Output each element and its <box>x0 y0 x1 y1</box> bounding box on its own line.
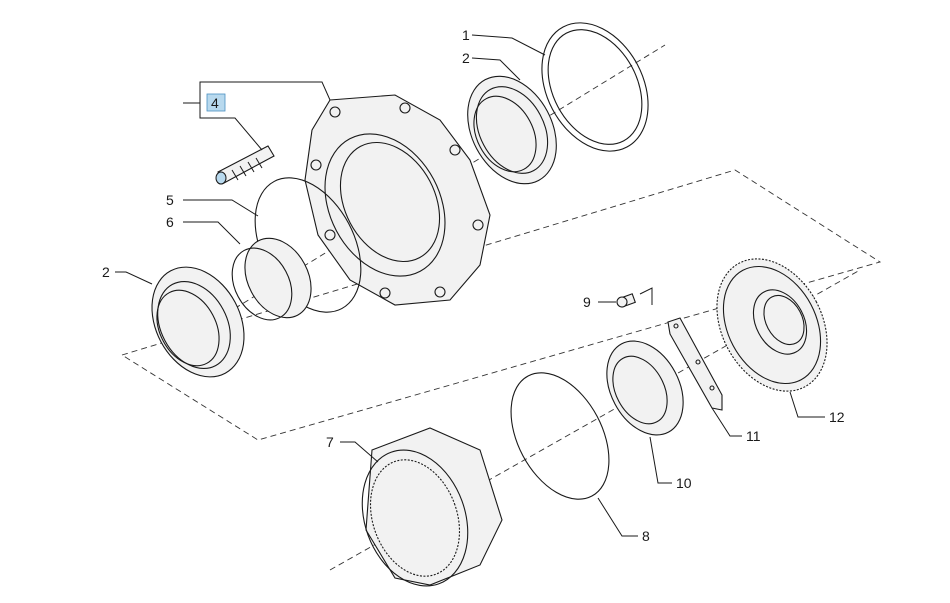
ring-nut[interactable] <box>592 328 699 448</box>
outer-seal[interactable] <box>521 4 670 169</box>
stud-bolt[interactable] <box>215 145 275 185</box>
callout-7[interactable]: 7 <box>326 434 334 450</box>
ring-gear-carrier[interactable] <box>695 240 849 411</box>
spacer-sleeve[interactable] <box>220 227 324 330</box>
callout-12[interactable]: 12 <box>829 409 845 425</box>
leader-lines <box>115 34 825 537</box>
callout-9[interactable]: 9 <box>583 294 591 310</box>
assembly-group-boundary <box>120 169 882 441</box>
internal-ring-gear[interactable] <box>344 427 503 601</box>
callout-1[interactable]: 1 <box>462 27 470 43</box>
callout-2-upper[interactable]: 2 <box>462 50 470 66</box>
bearing-ring-lower[interactable] <box>134 251 263 393</box>
lock-plate[interactable] <box>667 317 723 411</box>
callout-8[interactable]: 8 <box>642 528 650 544</box>
callout-5[interactable]: 5 <box>166 192 174 208</box>
callout-highlight <box>206 93 226 112</box>
callout-4[interactable]: 4 <box>211 95 219 111</box>
hub-flange[interactable] <box>301 94 491 306</box>
callout-10[interactable]: 10 <box>676 475 692 491</box>
callout-6[interactable]: 6 <box>166 214 174 230</box>
screw[interactable] <box>616 293 636 308</box>
snap-ring[interactable] <box>491 356 629 516</box>
callout-11[interactable]: 11 <box>746 428 761 444</box>
callout-2-lower[interactable]: 2 <box>102 264 110 280</box>
bearing-ring-upper[interactable] <box>450 61 574 199</box>
